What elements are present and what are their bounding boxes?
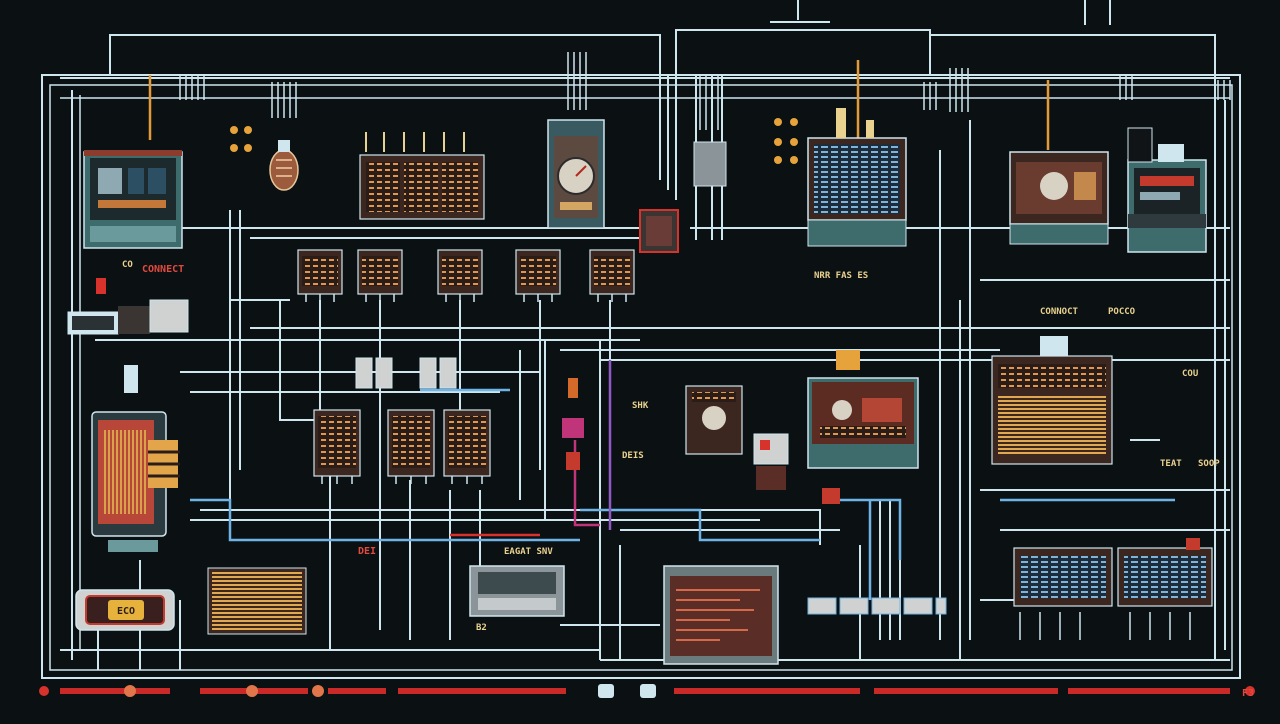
label-b2: B2 bbox=[476, 623, 487, 633]
instrument-panel-icon bbox=[807, 350, 919, 469]
meter-icon: ECO bbox=[75, 589, 175, 631]
terminal-strips bbox=[179, 52, 1231, 130]
label-dei: DEI bbox=[358, 546, 376, 557]
relay-icon bbox=[357, 249, 403, 302]
label-cou: COU bbox=[1182, 369, 1198, 379]
signal-lines bbox=[148, 60, 1050, 537]
switch-module-icon bbox=[67, 278, 189, 393]
relay-icon bbox=[589, 249, 635, 302]
screen-icon bbox=[663, 565, 779, 665]
label-shk: SHK bbox=[632, 401, 649, 411]
relay-icon bbox=[515, 249, 561, 302]
label-nrr: NRR FAS ES bbox=[814, 271, 868, 281]
gauge-icon bbox=[547, 119, 605, 229]
gauge-panel-icon bbox=[1009, 151, 1109, 245]
junction-box-icon bbox=[639, 141, 727, 253]
label-right-connect: CONNOCT bbox=[1040, 307, 1079, 317]
control-unit-icon bbox=[685, 385, 789, 490]
label-f3: F3 bbox=[1242, 688, 1254, 699]
label-co: CO bbox=[122, 260, 133, 270]
relay-icon bbox=[313, 409, 361, 484]
terminal-pair-icon bbox=[355, 357, 457, 389]
monitor-icon bbox=[1127, 127, 1207, 253]
label-deis: DEIS bbox=[622, 451, 644, 461]
relay-icon bbox=[297, 249, 343, 302]
bottom-bus-bar bbox=[39, 684, 1255, 698]
fuse-icon bbox=[562, 378, 1200, 550]
label-connect-left: CONNECT bbox=[142, 264, 184, 275]
display-panel-icon bbox=[807, 108, 907, 247]
data-rack-icon bbox=[991, 336, 1113, 465]
relay-icon bbox=[437, 249, 483, 302]
label-eagat: EAGAT SNV bbox=[504, 547, 553, 557]
rack-icon bbox=[1013, 547, 1213, 640]
relay-icon bbox=[387, 409, 435, 484]
relay-row-middle bbox=[297, 249, 635, 302]
control-panel-icon bbox=[83, 150, 183, 249]
label-teat: TEAT bbox=[1160, 459, 1182, 469]
terminal-block-row bbox=[807, 597, 947, 615]
relay-icon bbox=[443, 409, 491, 484]
label-pocco: POCCO bbox=[1108, 307, 1136, 317]
cabinet-icon bbox=[91, 411, 180, 552]
equalizer-panel-icon bbox=[207, 567, 307, 635]
meter-label: ECO bbox=[117, 606, 135, 617]
keypad-device-icon bbox=[469, 565, 565, 617]
knob-cluster bbox=[230, 118, 798, 164]
diagram-labels: CONNECT CO SHK DEIS CONNOCT POCCO DEI EA… bbox=[122, 260, 1254, 699]
relay-row-lower bbox=[313, 409, 491, 484]
bulb-icon bbox=[269, 140, 299, 191]
relay-bank bbox=[359, 132, 485, 220]
blue-wiring bbox=[190, 388, 1175, 600]
label-soop: SOOP bbox=[1198, 459, 1220, 469]
